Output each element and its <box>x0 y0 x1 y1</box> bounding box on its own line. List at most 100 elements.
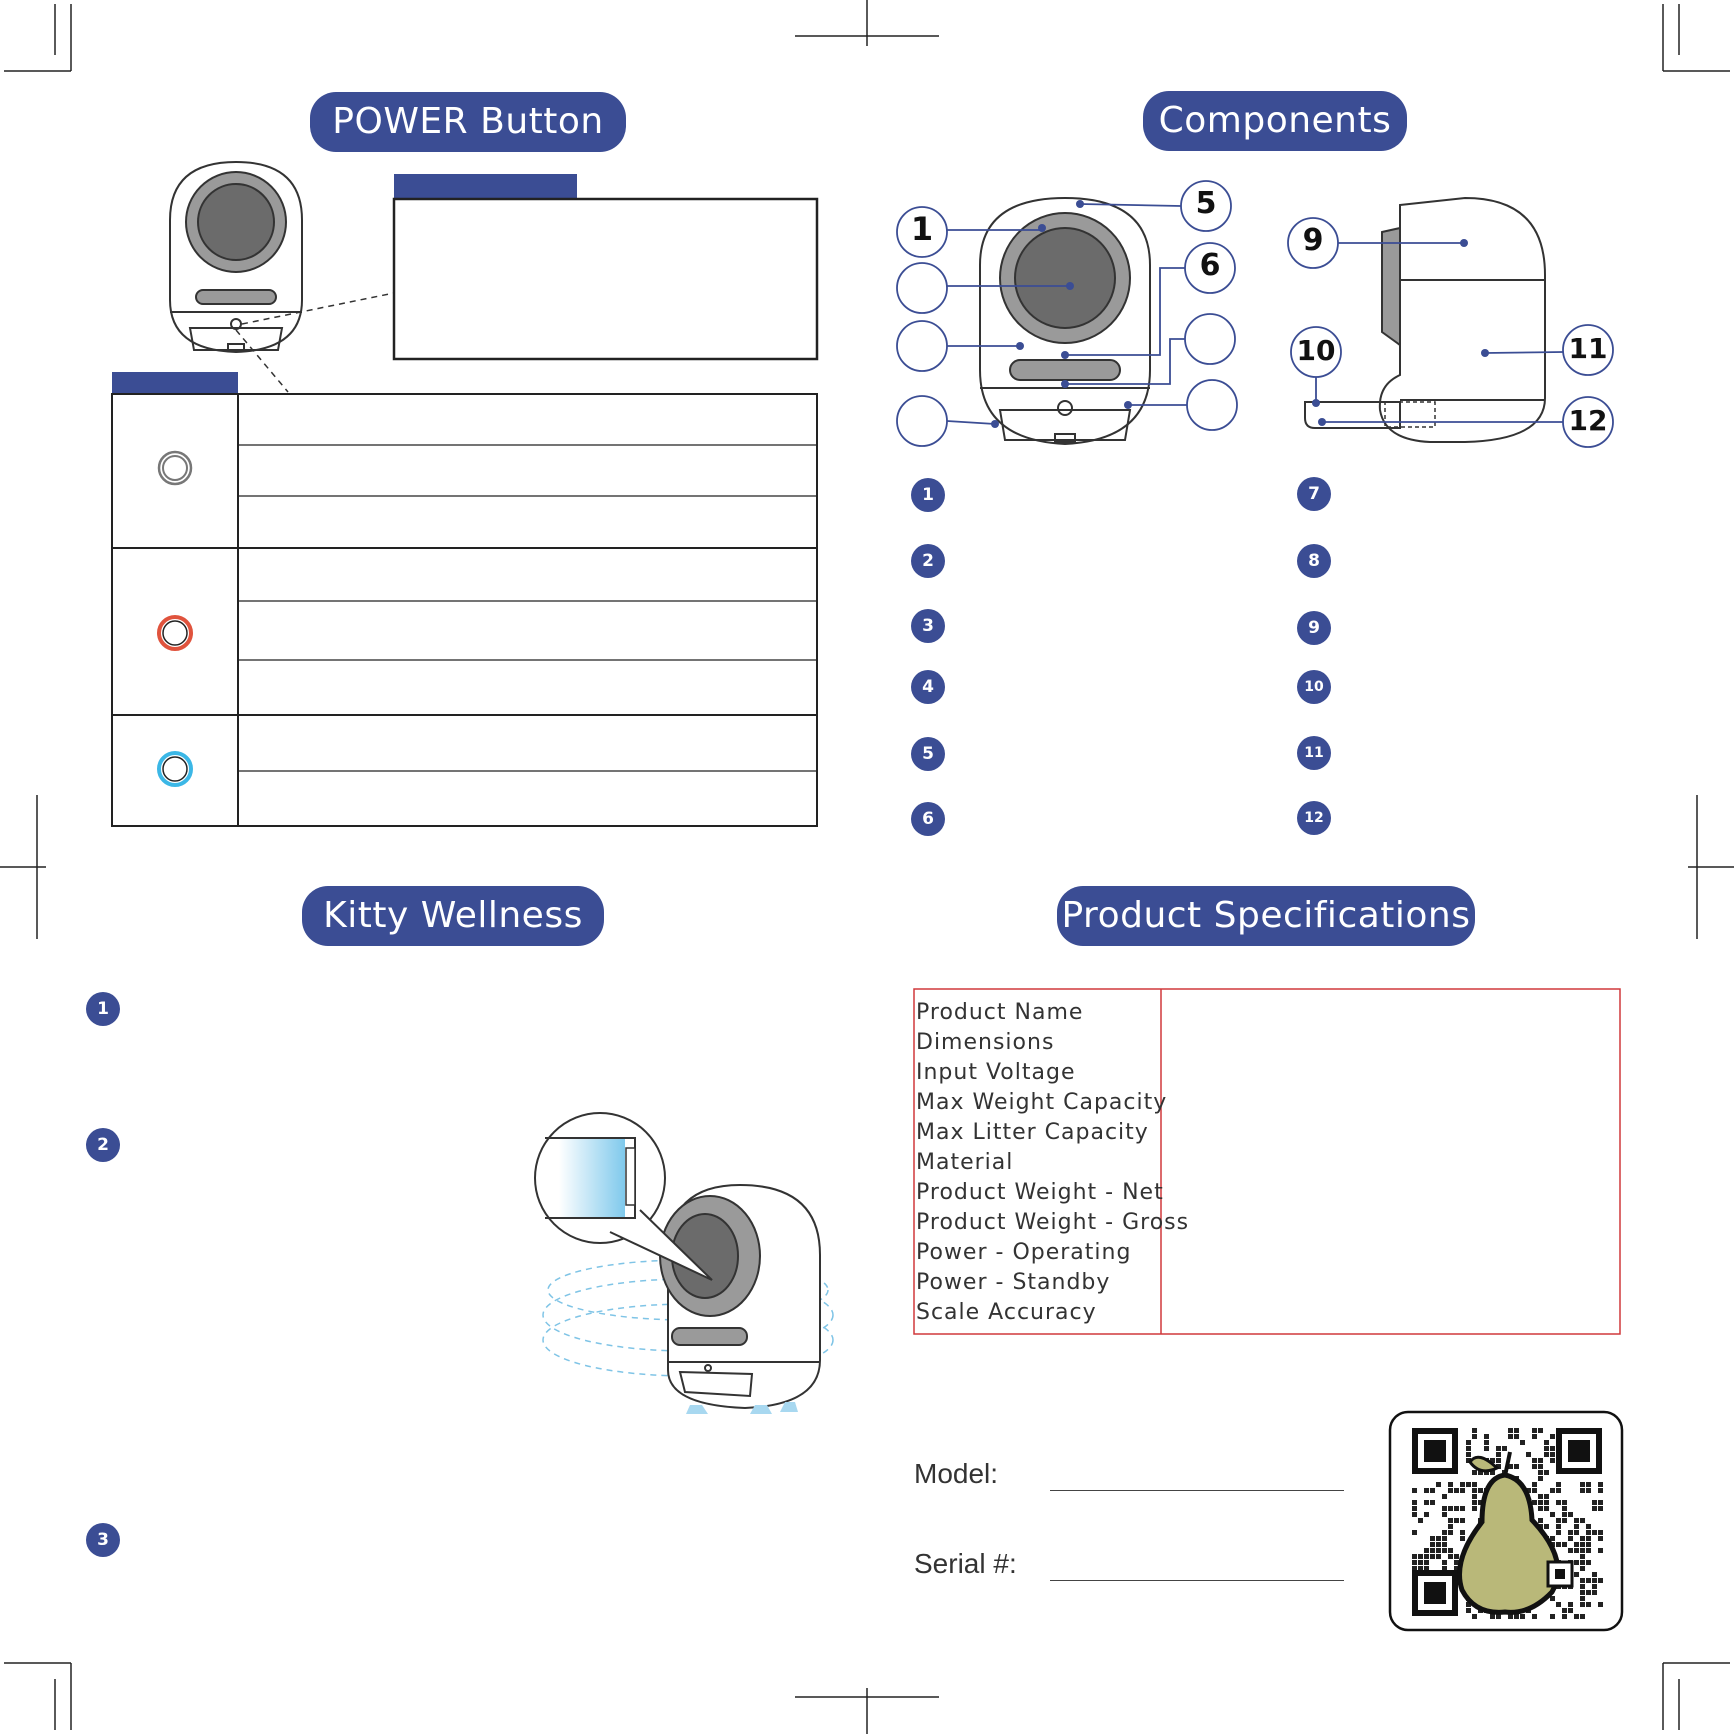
qr-module <box>1466 1482 1471 1487</box>
qr-module <box>1472 1506 1477 1511</box>
qr-module <box>1490 1458 1495 1463</box>
qr-module <box>1442 1506 1447 1511</box>
qr-module <box>1556 1500 1561 1505</box>
indicator-ring-inner <box>162 756 188 782</box>
qr-module <box>1472 1614 1477 1619</box>
qr-module <box>1592 1584 1597 1589</box>
qr-module <box>1532 1500 1537 1505</box>
qr-module <box>1460 1518 1465 1523</box>
qr-module <box>1550 1512 1555 1517</box>
qr-module <box>1562 1518 1567 1523</box>
qr-module <box>1550 1458 1555 1463</box>
qr-module <box>1568 1608 1573 1613</box>
qr-module <box>1430 1488 1435 1493</box>
qr-module <box>1448 1518 1453 1523</box>
qr-module <box>1526 1488 1531 1493</box>
qr-module <box>1454 1566 1459 1571</box>
qr-module <box>1538 1476 1543 1481</box>
qr-module <box>1490 1614 1495 1619</box>
qr-module <box>1412 1530 1417 1535</box>
qr-module <box>1460 1506 1465 1511</box>
qr-module <box>1472 1434 1477 1439</box>
qr-module <box>1556 1482 1561 1487</box>
qr-module <box>1436 1482 1441 1487</box>
qr-module <box>1550 1452 1555 1457</box>
qr-module <box>1544 1500 1549 1505</box>
qr-module <box>1562 1608 1567 1613</box>
qr-module <box>1484 1440 1489 1445</box>
component-list-number: 9 <box>1297 611 1331 645</box>
qr-module <box>1508 1614 1513 1619</box>
components-side-callouts <box>1287 217 1614 448</box>
qr-module <box>1472 1428 1477 1433</box>
qr-module <box>1442 1530 1447 1535</box>
qr-module <box>1580 1518 1585 1523</box>
qr-module <box>1568 1548 1573 1553</box>
qr-module <box>1550 1614 1555 1619</box>
qr-module <box>1508 1434 1513 1439</box>
callout-box-tab <box>394 174 577 199</box>
qr-module <box>1550 1434 1555 1439</box>
qr-module <box>1454 1488 1459 1493</box>
qr-module <box>1586 1590 1591 1595</box>
qr-module <box>1544 1494 1549 1499</box>
qr-module <box>1544 1470 1549 1475</box>
qr-module <box>1544 1452 1549 1457</box>
wellness-device-illustration <box>534 1112 834 1414</box>
qr-module <box>1556 1518 1561 1523</box>
qr-module <box>1580 1584 1585 1589</box>
qr-module <box>1592 1530 1597 1535</box>
qr-module <box>1544 1440 1549 1445</box>
qr-module <box>1442 1566 1447 1571</box>
qr-module <box>1490 1470 1495 1475</box>
qr-module <box>1574 1530 1579 1535</box>
qr-module <box>1574 1560 1579 1565</box>
qr-module <box>1466 1608 1471 1613</box>
power-leader-lines <box>235 292 395 393</box>
spec-label: Scale Accuracy <box>916 1300 1097 1325</box>
qr-module <box>1598 1578 1603 1583</box>
qr-module <box>1424 1566 1429 1571</box>
component-list-number: 8 <box>1297 544 1331 578</box>
qr-module <box>1598 1602 1603 1607</box>
component-list-number: 6 <box>911 802 945 836</box>
specs-table <box>913 988 1621 1335</box>
qr-module <box>1508 1464 1513 1469</box>
qr-module <box>1454 1554 1459 1559</box>
qr-module <box>1586 1536 1591 1541</box>
qr-module <box>1538 1428 1543 1433</box>
callout-label-1: 1 <box>910 210 934 248</box>
spec-label: Product Weight - Net <box>916 1180 1164 1205</box>
qr-module <box>1538 1464 1543 1469</box>
qr-module <box>1448 1548 1453 1553</box>
qr-module <box>1442 1542 1447 1547</box>
qr-module <box>1442 1494 1447 1499</box>
indicator-ring <box>157 615 193 651</box>
qr-module <box>1424 1560 1429 1565</box>
qr-module <box>1496 1458 1501 1463</box>
qr-module <box>1424 1512 1429 1517</box>
qr-module <box>1430 1536 1435 1541</box>
qr-module <box>1598 1536 1603 1541</box>
qr-module <box>1484 1446 1489 1451</box>
wellness-step-number: 2 <box>86 1128 120 1162</box>
spec-label: Max Weight Capacity <box>916 1090 1168 1115</box>
qr-module <box>1412 1488 1417 1493</box>
qr-module <box>1580 1536 1585 1541</box>
qr-module <box>1430 1554 1435 1559</box>
qr-module <box>1436 1536 1441 1541</box>
qr-module <box>1532 1614 1537 1619</box>
qr-module <box>1580 1602 1585 1607</box>
qr-module <box>1562 1500 1567 1505</box>
component-list-number: 5 <box>911 737 945 771</box>
serial-field-line <box>1050 1580 1344 1581</box>
qr-module <box>1532 1434 1537 1439</box>
qr-module <box>1472 1470 1477 1475</box>
indicator-ring-inner <box>162 455 188 481</box>
qr-module <box>1472 1482 1477 1487</box>
qr-module <box>1514 1428 1519 1433</box>
qr-module <box>1418 1518 1423 1523</box>
qr-module <box>1466 1602 1471 1607</box>
qr-module <box>1472 1488 1477 1493</box>
components-front-device <box>979 196 1151 446</box>
